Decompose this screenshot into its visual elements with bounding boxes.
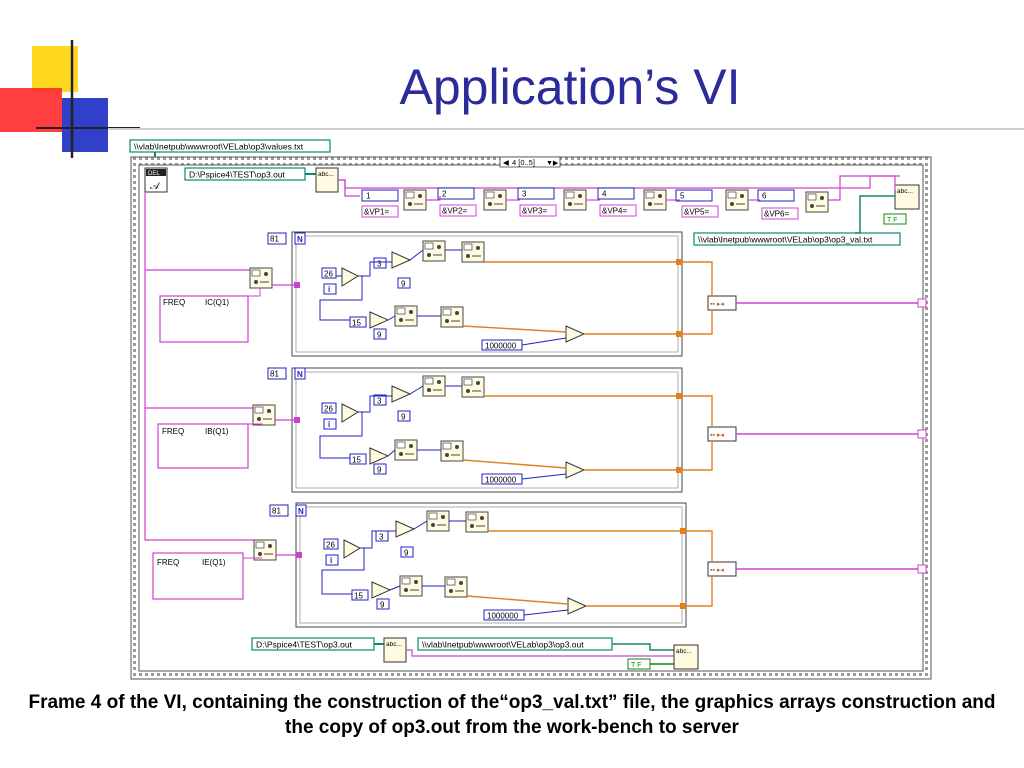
loop-2-c9b: 9: [377, 466, 382, 475]
loop-1-c15: 15: [352, 319, 361, 328]
bundle-node-3: ▪▪ ▸◂: [707, 561, 737, 577]
slide-decoration: [0, 40, 140, 158]
loop-2-i: i: [328, 420, 330, 429]
loop-1-c9a: 9: [401, 280, 406, 289]
delete-file-node: DEL 𝒜: [144, 167, 168, 193]
op3-val-path-text: \\vlab\Inetpub\wwwroot\VELab\op3\op3_val…: [698, 235, 873, 245]
loop-3-c3: 3: [379, 533, 384, 542]
loop-1-mult: 1000000: [485, 342, 517, 351]
op3-val-path-constant: \\vlab\Inetpub\wwwroot\VELab\op3\op3_val…: [693, 232, 901, 246]
loop-3-freq: FREQ: [157, 558, 179, 567]
loop-2-c26: 26: [324, 405, 333, 414]
values-path-text: \\vlab\Inetpub\wwwroot\VELab\op3\values.…: [134, 142, 304, 152]
index-5: 5: [680, 192, 685, 201]
deco-yellow-square: [32, 46, 78, 92]
labview-block-diagram: \\vlab\Inetpub\wwwroot\VELab\op3\values.…: [129, 139, 932, 680]
bundle-node-1: ▪▪ ▸◂: [707, 295, 737, 311]
index-2: 2: [442, 190, 447, 199]
loop-1-i: i: [328, 285, 330, 294]
op3-out-path-text: D:\Pspice4\TEST\op3.out: [189, 170, 286, 180]
write-file-node-bottom: abc...: [673, 644, 699, 670]
svg-text:▪▪ ▸◂: ▪▪ ▸◂: [710, 301, 724, 308]
read-abc-label: abc...: [318, 171, 334, 178]
string-node-2: FREQ IB(Q1): [157, 404, 300, 469]
write-abc-label: abc...: [897, 188, 913, 195]
vp-label-3: &VP3=: [522, 207, 547, 216]
op3-out-src-text: D:\Pspice4\TEST\op3.out: [256, 640, 353, 650]
op3-out-path-constant: D:\Pspice4\TEST\op3.out: [184, 167, 306, 181]
loop-3-n: N: [298, 507, 304, 516]
index-1: 1: [366, 192, 371, 201]
svg-text:▪▪ ▸◂: ▪▪ ▸◂: [710, 432, 724, 439]
loop-1-signal: IC(Q1): [205, 298, 229, 307]
loop-1-count: 81: [270, 235, 279, 244]
vp-label-1: &VP1=: [364, 208, 389, 217]
loop-1-freq: FREQ: [163, 298, 185, 307]
index-4: 4: [602, 190, 607, 199]
svg-text:◀: ◀: [503, 158, 510, 167]
for-loop-2: 81 N 26 i 3 9 15 9 1000000: [267, 367, 683, 493]
frame-selector[interactable]: ◀ 4 [0..5] ▼▶: [499, 156, 561, 168]
loop-2-mult: 1000000: [485, 476, 517, 485]
tf-constant-top: T F: [883, 213, 907, 225]
loop-2-count: 81: [270, 370, 279, 379]
loop-3-c26: 26: [326, 541, 335, 550]
slide-caption: Frame 4 of the VI, containing the constr…: [28, 692, 996, 738]
svg-text:▼▶: ▼▶: [546, 160, 559, 167]
read-file-node: abc...: [315, 167, 339, 193]
values-path-constant: \\vlab\Inetpub\wwwroot\VELab\op3\values.…: [129, 139, 331, 153]
loop-1-c26: 26: [324, 270, 333, 279]
title-underline: [108, 128, 1024, 130]
op3-out-dst-path-constant: \\vlab\Inetpub\wwwroot\VELab\op3\op3.out: [417, 637, 613, 651]
loop-1-c9b: 9: [377, 331, 382, 340]
vp-label-4: &VP4=: [602, 207, 627, 216]
index-chain: 1 &VP1= 2 &VP2= 3 &VP3= 4 &VP4= 5 &VP5= …: [361, 187, 829, 220]
loop-2-c9a: 9: [401, 413, 406, 422]
del-label: DEL: [148, 171, 160, 177]
loop-3-count: 81: [272, 507, 281, 516]
loop-2-c3: 3: [377, 397, 382, 406]
svg-text:▪▪ ▸◂: ▪▪ ▸◂: [710, 567, 724, 574]
loop-1-n: N: [297, 235, 303, 244]
loop-3-i: i: [330, 556, 332, 565]
loop-3-signal: IE(Q1): [202, 558, 226, 567]
string-node-3: FREQ IE(Q1): [152, 539, 302, 600]
loop-2-freq: FREQ: [162, 427, 184, 436]
index-6: 6: [762, 192, 767, 201]
loop-2-c15: 15: [352, 456, 361, 465]
loop-3-c9b: 9: [380, 601, 385, 610]
loop-2-signal: IB(Q1): [205, 427, 229, 436]
op3-out-dst-text: \\vlab\Inetpub\wwwroot\VELab\op3\op3.out: [422, 640, 584, 650]
slide-title: Application’s VI: [399, 59, 741, 115]
loop-2-n: N: [297, 370, 303, 379]
deco-red-bar: [0, 88, 62, 132]
index-3: 3: [522, 190, 527, 199]
for-loop-3: 81 N 26 i 3 9 15 9 1000000: [269, 502, 687, 628]
loop-1-c3: 3: [377, 260, 382, 269]
loop-3-c9a: 9: [404, 549, 409, 558]
for-loop-1: 81 N 26 i 3 9 15 9 1000000: [267, 231, 683, 357]
frame-selector-text: 4 [0..5]: [512, 158, 535, 167]
write-file-node: abc...: [894, 184, 920, 210]
loop-3-c15: 15: [354, 592, 363, 601]
vp-label-5: &VP5=: [684, 208, 709, 217]
loop-3-mult: 1000000: [487, 612, 519, 621]
tf-label-bottom: T F: [631, 662, 641, 669]
read-abc-label-bottom: abc...: [386, 641, 402, 648]
deco-blue-square: [62, 98, 108, 152]
vp-label-2: &VP2=: [442, 207, 467, 216]
string-node-1: FREQ IC(Q1): [159, 267, 300, 343]
write-abc-label-bottom: abc...: [676, 648, 692, 655]
bundle-node-2: ▪▪ ▸◂: [707, 426, 737, 442]
tf-label-top: T F: [887, 217, 897, 224]
tf-constant-bottom: T F: [627, 658, 651, 670]
op3-out-src-path-constant: D:\Pspice4\TEST\op3.out: [251, 637, 375, 651]
vp-label-6: &VP6=: [764, 210, 789, 219]
svg-text:𝒜: 𝒜: [150, 181, 161, 192]
read-file-node-bottom: abc...: [383, 637, 407, 663]
